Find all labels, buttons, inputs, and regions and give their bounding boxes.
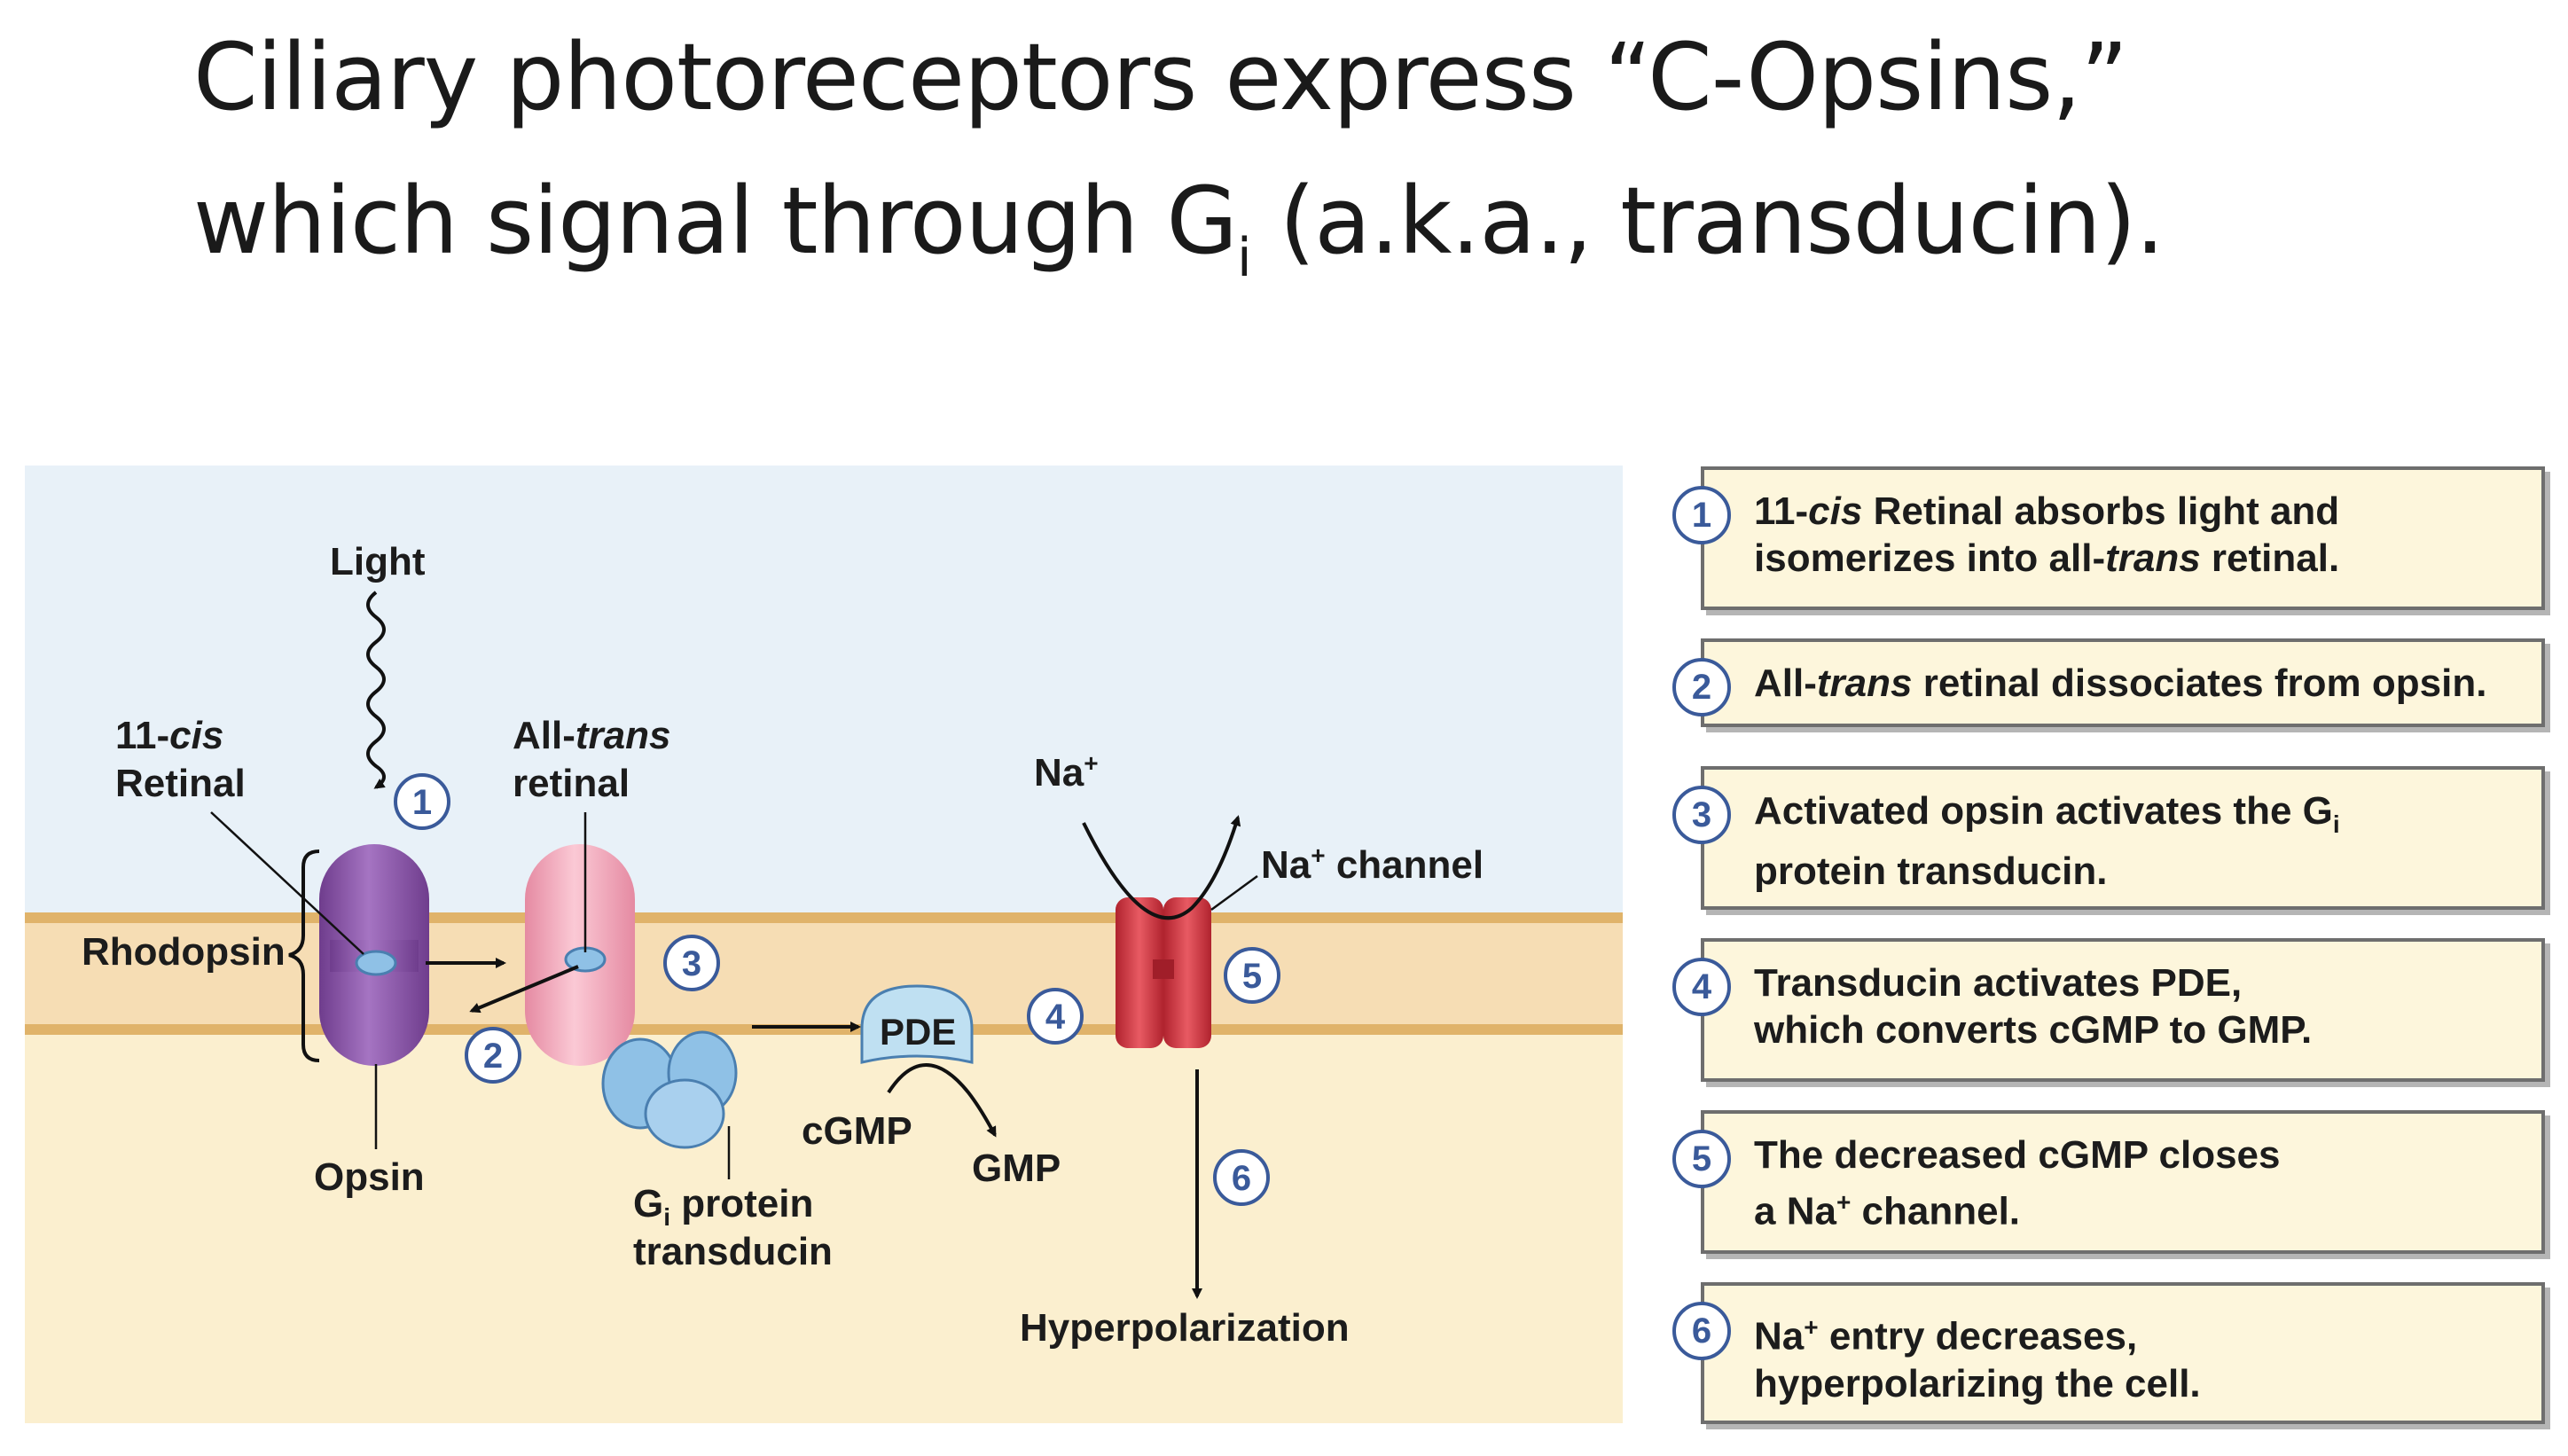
step-number-badge: 5 — [1672, 1130, 1731, 1188]
transducin-protein — [601, 1030, 738, 1149]
step-box-2: 2 All-trans retinal dissociates from opsi… — [1672, 638, 2545, 727]
step-marker-number: 6 — [1232, 1159, 1251, 1198]
step-marker-number: 5 — [1242, 957, 1262, 996]
step-box-6: 6 Na+ entry decreases,hyperpolarizing the… — [1672, 1282, 2545, 1424]
step-marker-4: 4 — [1027, 988, 1084, 1045]
rhodopsin-label: Rhodopsin — [82, 930, 286, 974]
pde-enzyme — [860, 984, 974, 1064]
na-channel-label: Na+ channel — [1261, 842, 1484, 887]
step-text-line: which converts cGMP to GMP. — [1754, 1008, 2313, 1052]
step-marker-6: 6 — [1213, 1149, 1270, 1206]
diagram-step-markers: 1 2 3 4 5 6 — [394, 773, 1280, 1206]
step-box-5: 5 The decreased cGMP closes a Na+ channel. — [1672, 1110, 2545, 1254]
step-marker-number: 3 — [682, 944, 701, 983]
step-number-badge: 4 — [1672, 958, 1731, 1016]
na-channel — [1116, 897, 1211, 1048]
step-number-badge: 6 — [1672, 1302, 1731, 1360]
rhodopsin-bracket — [288, 849, 320, 1062]
slide-title: Ciliary photoreceptors express “C-Opsins… — [193, 5, 2499, 330]
light-wave — [366, 591, 386, 789]
step-marker-number: 2 — [483, 1037, 503, 1076]
step-text-line: a Na+ channel. — [1754, 1188, 2021, 1233]
step-text-line: Na+ entry decreases, — [1754, 1313, 2138, 1358]
step-text-line: isomerizes into all-trans retinal. — [1754, 536, 2340, 580]
step-text-line: Activated opsin activates the Gi — [1754, 789, 2340, 838]
step-text-line: protein transducin. — [1754, 849, 2108, 893]
step-box-3: 3 Activated opsin activates the Gi protein… — [1672, 766, 2545, 910]
step-marker-5: 5 — [1224, 947, 1280, 1004]
11-cis-retinal-molecule — [355, 950, 397, 976]
hyperpolarization-label: Hyperpolarization — [1020, 1306, 1350, 1350]
step-marker-number: 1 — [412, 783, 432, 822]
step-box-4: 4 Transducin activates PDE,which converts… — [1672, 938, 2545, 1082]
step-number-badge: 3 — [1672, 786, 1731, 844]
step-text-line: The decreased cGMP closes — [1754, 1133, 2281, 1177]
step-text-line: 11-cis Retinal absorbs light and — [1754, 489, 2340, 533]
extracellular-space — [25, 466, 1623, 918]
pde-label: PDE — [880, 1011, 956, 1053]
step-marker-1: 1 — [394, 773, 450, 830]
opsin-label: Opsin — [314, 1155, 425, 1199]
step-marker-number: 4 — [1045, 998, 1066, 1037]
step-number-badge: 1 — [1672, 486, 1731, 544]
step-number-badge: 2 — [1672, 658, 1731, 716]
step-text-line: All-trans retinal dissociates from opsin… — [1754, 661, 2487, 705]
title-line-1: Ciliary photoreceptors express “C-Opsins… — [193, 23, 2128, 131]
step-marker-2: 2 — [465, 1027, 521, 1084]
membrane — [25, 918, 1623, 1029]
light-label: Light — [330, 540, 426, 583]
gmp-label: GMP — [972, 1147, 1061, 1190]
cgmp-label: cGMP — [802, 1109, 912, 1153]
step-text-line: hyperpolarizing the cell. — [1754, 1361, 2201, 1405]
step-marker-3: 3 — [663, 935, 720, 991]
step-text-line: Transducin activates PDE, — [1754, 961, 2243, 1005]
title-line-2: which signal through Gi (a.k.a., transdu… — [193, 167, 2165, 289]
na-ion-label: Na+ — [1034, 749, 1099, 795]
